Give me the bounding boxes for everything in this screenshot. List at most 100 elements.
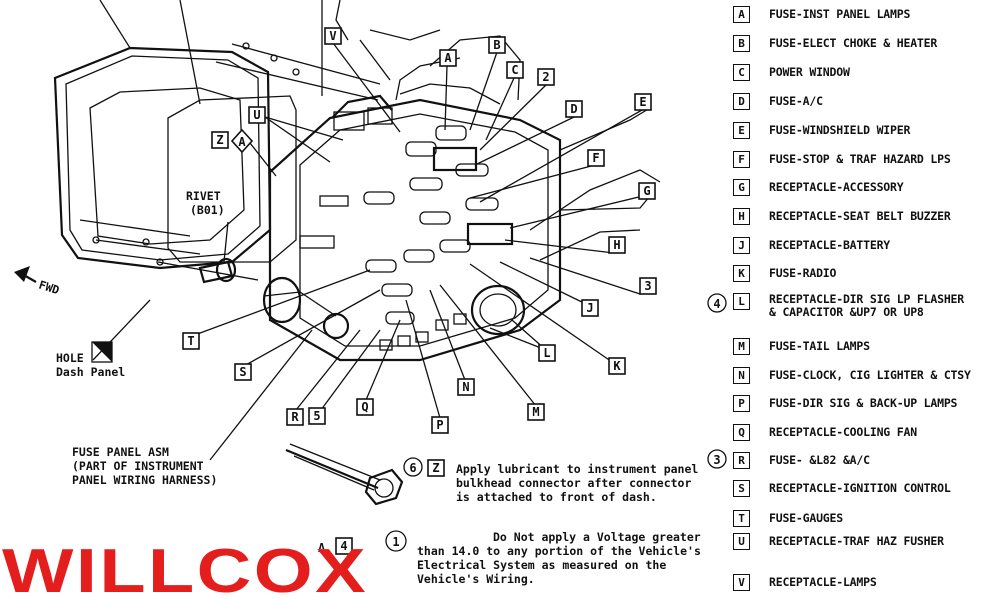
legend-desc: FUSE-A/C	[769, 94, 823, 108]
svg-text:R: R	[291, 410, 299, 424]
callout-S: S	[234, 363, 252, 381]
leader-lines	[92, 42, 644, 461]
callout-K: K	[608, 357, 626, 375]
callout-E: E	[634, 93, 652, 111]
callout-F: F	[587, 149, 605, 167]
note-1-marker: 1	[385, 530, 407, 552]
svg-text:E: E	[639, 95, 646, 109]
svg-text:U: U	[253, 108, 260, 122]
callout-T: T	[182, 332, 200, 350]
note-6-line: bulkhead connector after connector	[456, 476, 692, 490]
callout-L: L	[538, 344, 556, 362]
legend-desc: FUSE-GAUGES	[769, 511, 843, 525]
callout-lambda: Λ	[318, 541, 326, 555]
svg-text:C: C	[511, 63, 518, 77]
legend-desc: RECEPTACLE-COOLING FAN	[769, 425, 917, 439]
legend-key: G	[733, 178, 750, 196]
legend-desc: RECEPTACLE-ACCESSORY	[769, 180, 904, 194]
callout-2: 2	[537, 68, 555, 86]
callout-4: 4	[335, 537, 353, 555]
fuse-block-body	[262, 0, 661, 362]
legend-desc: RECEPTACLE-DIR SIG LP FLASHER & CAPACITO…	[769, 292, 964, 319]
svg-text:J: J	[586, 301, 593, 315]
fuse-panel-sub2: PANEL WIRING HARNESS)	[72, 473, 217, 487]
callout-A: A	[439, 49, 457, 67]
svg-text:3: 3	[644, 279, 651, 293]
legend-desc: FUSE- &L82 &A/C	[769, 453, 870, 467]
svg-text:Λ: Λ	[318, 541, 326, 555]
legend-key: F	[733, 150, 750, 168]
callout-R: R	[286, 408, 304, 426]
fwd-label: FWD	[37, 278, 61, 298]
fuse-panel-label: FUSE PANEL ASM	[72, 445, 169, 459]
legend-key: H	[733, 207, 750, 225]
callout-Q: Q	[356, 398, 374, 416]
dash-panel-plate	[53, 0, 297, 270]
svg-text:K: K	[613, 359, 621, 373]
legend-key: V	[733, 573, 750, 591]
legend-marker-4: 4	[707, 293, 727, 313]
legend-desc: FUSE-TAIL LAMPS	[769, 339, 870, 353]
hole-label: HOLE	[56, 351, 84, 365]
note-6-line: Apply lubricant to instrument panel	[456, 462, 699, 476]
legend-desc: FUSE-ELECT CHOKE & HEATER	[769, 36, 938, 50]
legend-key: C	[733, 63, 750, 81]
legend-desc: POWER WINDOW	[769, 65, 850, 79]
note-6-markers: 6 Z	[403, 457, 445, 477]
callout-P: P	[431, 416, 449, 434]
svg-text:1: 1	[392, 535, 399, 549]
legend-item: N FUSE-CLOCK, CIG LIGHTER & CTSY	[733, 364, 971, 386]
legend-key: K	[733, 264, 750, 282]
svg-text:S: S	[239, 365, 246, 379]
callout-H: H	[608, 236, 626, 254]
svg-text:Z: Z	[432, 461, 439, 475]
legend-key: N	[733, 366, 750, 384]
svg-text:H: H	[613, 238, 620, 252]
svg-text:D: D	[570, 102, 577, 116]
note-1-line: than 14.0 to any portion of the Vehicle'…	[417, 544, 701, 558]
rivet-label: RIVET	[186, 189, 221, 203]
svg-text:5: 5	[313, 409, 320, 423]
legend-desc: RECEPTACLE-TRAF HAZ FUSHER	[769, 534, 944, 548]
legend-key: P	[733, 394, 750, 412]
callout-B: B	[488, 36, 506, 54]
svg-text:V: V	[329, 29, 336, 43]
legend-desc: RECEPTACLE-SEAT BELT BUZZER	[769, 209, 951, 223]
legend-desc: FUSE-CLOCK, CIG LIGHTER & CTSY	[769, 368, 971, 382]
note-1-line: Vehicle's Wiring.	[417, 572, 535, 586]
legend-key: M	[733, 337, 750, 355]
legend-desc: RECEPTACLE-IGNITION CONTROL	[769, 481, 951, 495]
legend-key: J	[733, 236, 750, 254]
callout-5: 5	[308, 407, 326, 425]
callout-V: V	[324, 27, 342, 45]
note-1-line: Electrical System as measured on the	[417, 558, 667, 572]
legend-item: S RECEPTACLE-IGNITION CONTROL	[733, 477, 951, 499]
svg-text:A: A	[444, 51, 452, 65]
callout-D: D	[565, 100, 583, 118]
legend-item: H RECEPTACLE-SEAT BELT BUZZER	[733, 205, 951, 227]
svg-text:4: 4	[713, 297, 720, 311]
legend-key: S	[733, 479, 750, 497]
legend-desc: FUSE-STOP & TRAF HAZARD LPS	[769, 152, 951, 166]
callout-Z: Z	[211, 131, 229, 149]
svg-text:F: F	[592, 151, 599, 165]
legend-desc: FUSE-WINDSHIELD WIPER	[769, 123, 911, 137]
note-6-text: Apply lubricant to instrument panel bulk…	[456, 462, 698, 504]
legend-item: G RECEPTACLE-ACCESSORY	[733, 176, 904, 198]
svg-text:N: N	[462, 380, 469, 394]
svg-text:6: 6	[409, 461, 416, 475]
callout-M: M	[527, 403, 545, 421]
legend-desc: RECEPTACLE-LAMPS	[769, 575, 877, 589]
legend-marker-3: 3	[707, 449, 727, 469]
legend-key: L	[733, 293, 750, 310]
dash-panel-label: Dash Panel	[56, 365, 125, 379]
legend-item: V RECEPTACLE-LAMPS	[733, 571, 877, 593]
